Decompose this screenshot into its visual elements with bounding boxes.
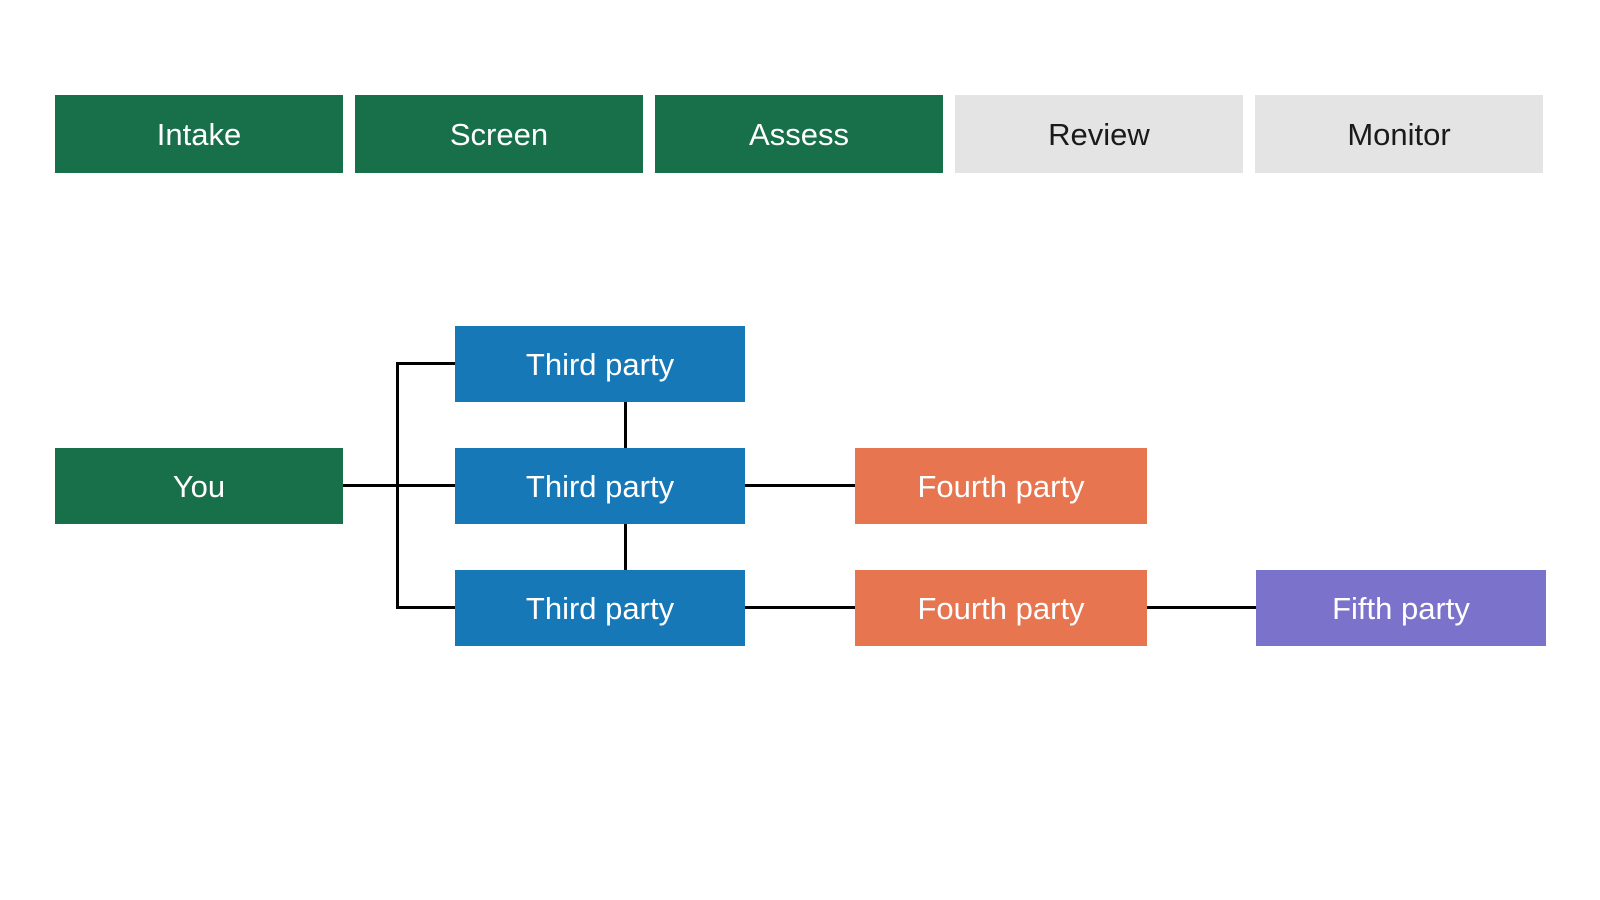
- node-fourth-party-2: Fourth party: [855, 448, 1147, 524]
- node-you: You: [55, 448, 343, 524]
- stage-assess[interactable]: Assess: [655, 95, 943, 173]
- node-fourth-party-3: Fourth party: [855, 570, 1147, 646]
- connector-third-2-to-third-3: [624, 524, 627, 570]
- stage-screen[interactable]: Screen: [355, 95, 643, 173]
- connector-third-1-to-third-2: [624, 402, 627, 448]
- node-third-party-3: Third party: [455, 570, 745, 646]
- connector-fourth-3-to-fifth-3: [1147, 606, 1256, 609]
- connector-trunk-to-third-party-1: [396, 362, 455, 365]
- stage-monitor[interactable]: Monitor: [1255, 95, 1543, 173]
- connector-you-to-trunk: [343, 484, 455, 487]
- stage-intake[interactable]: Intake: [55, 95, 343, 173]
- connector-trunk-to-third-party-3: [396, 606, 455, 609]
- connector-third-2-to-fourth-2: [745, 484, 855, 487]
- node-third-party-2: Third party: [455, 448, 745, 524]
- connector-third-3-to-fourth-3: [745, 606, 855, 609]
- node-third-party-1: Third party: [455, 326, 745, 402]
- stage-review[interactable]: Review: [955, 95, 1243, 173]
- connector-trunk-vertical: [396, 362, 399, 609]
- node-fifth-party-3: Fifth party: [1256, 570, 1546, 646]
